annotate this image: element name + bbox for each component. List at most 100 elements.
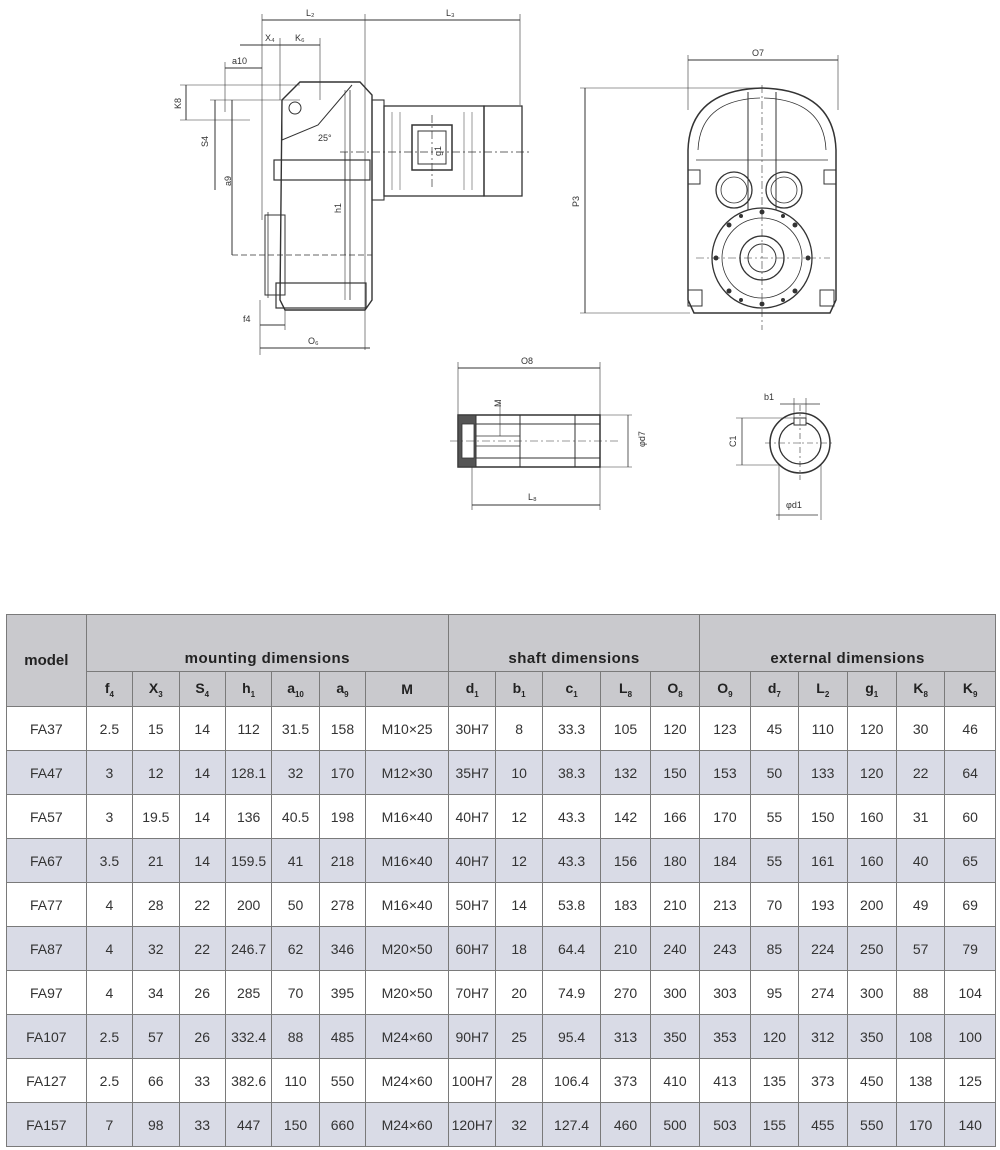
table-cell: 60 <box>944 794 996 839</box>
table-cell: 460 <box>600 1102 651 1147</box>
label-a9: a9 <box>223 176 233 186</box>
table-cell: M20×50 <box>365 926 449 971</box>
column-header-symbol: g <box>865 679 874 696</box>
model-cell: FA87 <box>6 926 87 971</box>
table-cell: 8 <box>495 706 543 751</box>
table-cell: 26 <box>178 970 226 1015</box>
table-cell: 69 <box>944 882 996 927</box>
table-cell: 43.3 <box>541 794 602 839</box>
table-cell: 34 <box>132 970 180 1015</box>
column-header-symbol: K <box>962 679 974 696</box>
column-header-subscript: 10 <box>294 689 304 699</box>
column-header-a10: a10 <box>271 671 320 707</box>
table-cell: 104 <box>944 970 996 1015</box>
model-header: model <box>6 614 87 707</box>
column-header-symbol: L <box>619 679 628 696</box>
table-cell: 90H7 <box>447 1014 497 1059</box>
column-header-subscript: 3 <box>158 689 163 699</box>
label-X4: X₄ <box>265 33 275 43</box>
column-header-symbol: X <box>148 679 159 696</box>
table-cell: 43.3 <box>541 838 602 883</box>
table-cell: 106.4 <box>541 1058 602 1103</box>
table-cell: 313 <box>600 1014 651 1059</box>
table-cell: 15 <box>132 706 180 751</box>
label-h1: h1 <box>333 203 343 213</box>
table-cell: 70 <box>749 882 800 927</box>
table-cell: 95 <box>749 970 800 1015</box>
table-cell: 2.5 <box>85 1058 134 1103</box>
table-cell: 46 <box>944 706 996 751</box>
table-cell: 120H7 <box>447 1102 497 1147</box>
table-cell: 150 <box>271 1102 320 1147</box>
table-cell: 110 <box>798 706 848 751</box>
table-cell: M16×40 <box>365 882 449 927</box>
table-cell: 450 <box>846 1058 897 1103</box>
model-cell: FA107 <box>6 1014 87 1059</box>
model-cell: FA37 <box>6 706 87 751</box>
table-cell: 57 <box>895 926 946 971</box>
column-header-subscript: 4 <box>109 689 114 699</box>
table-cell: 12 <box>495 838 543 883</box>
table-cell: 66 <box>132 1058 180 1103</box>
label-d7: φd7 <box>637 431 647 447</box>
column-header-l2: L2 <box>798 671 848 707</box>
table-cell: 123 <box>699 706 751 751</box>
table-cell: 100 <box>944 1014 996 1059</box>
table-cell: 12 <box>132 750 180 795</box>
column-header-a9: a9 <box>318 671 367 707</box>
table-cell: 140 <box>944 1102 996 1147</box>
column-header-symbol: S <box>195 679 205 696</box>
table-cell: 136 <box>224 794 273 839</box>
column-header-o9: O9 <box>699 671 751 707</box>
column-header-symbol: a <box>336 679 345 696</box>
model-cell: FA127 <box>6 1058 87 1103</box>
table-cell: 120 <box>846 706 897 751</box>
table-cell: 447 <box>224 1102 273 1147</box>
label-a10: a10 <box>232 56 247 66</box>
column-header-symbol: f <box>104 679 110 696</box>
table-cell: 410 <box>649 1058 701 1103</box>
label-K6: K₆ <box>295 33 305 43</box>
table-cell: 2.5 <box>85 1014 134 1059</box>
table-cell: 18 <box>495 926 543 971</box>
table-cell: 112 <box>224 706 273 751</box>
table-cell: 105 <box>600 706 651 751</box>
table-cell: 210 <box>600 926 651 971</box>
table-cell: 2.5 <box>85 706 134 751</box>
column-header-c1: c1 <box>541 671 602 707</box>
table-cell: 125 <box>944 1058 996 1103</box>
table-cell: 184 <box>699 838 751 883</box>
table-cell: 150 <box>649 750 701 795</box>
table-cell: 25 <box>495 1014 543 1059</box>
column-header-subscript: 9 <box>973 689 978 699</box>
column-header-subscript: 1 <box>474 689 479 699</box>
table-cell: M24×60 <box>365 1102 449 1147</box>
label-M: M <box>493 400 503 408</box>
table-cell: M20×50 <box>365 970 449 1015</box>
table-cell: 395 <box>318 970 367 1015</box>
table-cell: M24×60 <box>365 1058 449 1103</box>
table-cell: 3 <box>85 794 134 839</box>
table-cell: 74.9 <box>541 970 602 1015</box>
table-cell: 108 <box>895 1014 946 1059</box>
table-cell: 35H7 <box>447 750 497 795</box>
table-cell: 40H7 <box>447 838 497 883</box>
table-cell: 159.5 <box>224 838 273 883</box>
table-cell: 183 <box>600 882 651 927</box>
table-cell: 142 <box>600 794 651 839</box>
table-cell: 128.1 <box>224 750 273 795</box>
column-header-symbol: c <box>565 679 574 696</box>
table-cell: 110 <box>271 1058 320 1103</box>
table-cell: 88 <box>271 1014 320 1059</box>
column-header-d1: d1 <box>447 671 497 707</box>
table-cell: 158 <box>318 706 367 751</box>
table-cell: 153 <box>699 750 751 795</box>
table-cell: M24×60 <box>365 1014 449 1059</box>
table-cell: 33 <box>178 1102 226 1147</box>
table-cell: 132 <box>600 750 651 795</box>
table-cell: 133 <box>798 750 848 795</box>
hollow-shaft-section <box>450 362 632 510</box>
